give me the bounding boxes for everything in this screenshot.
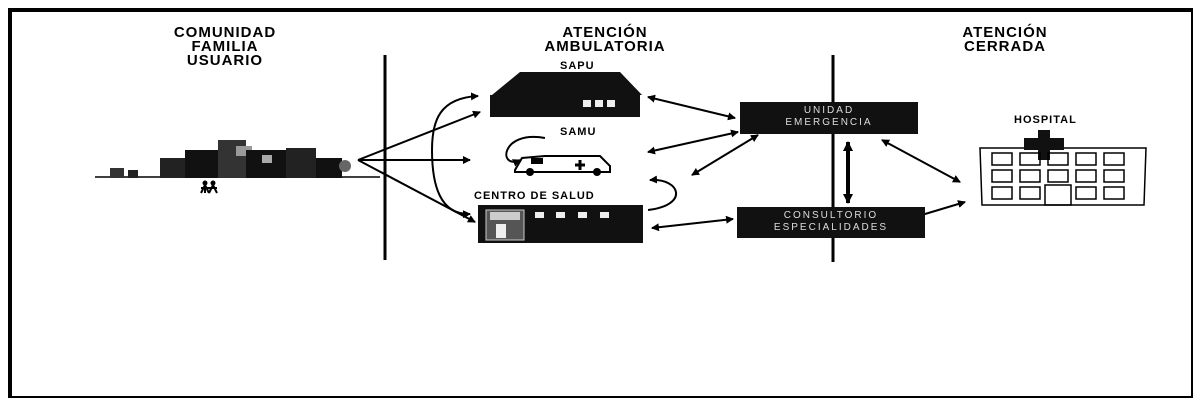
- hospital-window: [1047, 169, 1069, 183]
- people-walking-icon: [200, 180, 218, 194]
- ambulance-icon: [514, 155, 611, 176]
- hospital-window: [1019, 186, 1041, 200]
- header-atencion-cerrada: ATENCIÓN CERRADA: [925, 24, 1085, 55]
- header-comunidad-line-2: FAMILIA: [191, 38, 259, 55]
- city-community-icon: [95, 140, 380, 178]
- hospital-label: HOSPITAL: [1014, 114, 1077, 126]
- hospital-window: [1103, 186, 1125, 200]
- header-atencion-ambulatoria: ATENCIÓN AMBULATORIA: [520, 24, 690, 55]
- hospital-windows: [991, 152, 1125, 206]
- header-comunidad-line-3: USUARIO: [186, 52, 264, 69]
- centro-de-salud-label: CENTRO DE SALUD: [474, 190, 595, 202]
- hospital-window: [1019, 169, 1041, 183]
- hospital-window: [1047, 152, 1069, 166]
- hospital-window: [991, 152, 1013, 166]
- hospital-window: [991, 169, 1013, 183]
- header-cerrada-line-1: ATENCIÓN: [962, 24, 1048, 41]
- sapu-label: SAPU: [560, 60, 595, 72]
- hospital-window: [1075, 169, 1097, 183]
- community-arrows: [357, 110, 481, 223]
- hospital-window: [1103, 169, 1125, 183]
- hospital-door: [1044, 184, 1072, 206]
- consultorio-especialidades-box: CONSULTORIO ESPECIALIDADES: [737, 207, 925, 238]
- hospital-window: [991, 186, 1013, 200]
- unidad-emergencia-box: UNIDAD EMERGENCIA: [740, 102, 918, 134]
- unidad-emergencia-line-2: EMERGENCIA: [785, 117, 873, 128]
- hospital-icon: [979, 130, 1147, 206]
- consultorio-line-2: ESPECIALIDADES: [773, 222, 889, 233]
- sapu-centro-curved-arrow: [430, 92, 479, 219]
- centro-de-salud-icon: [478, 205, 643, 243]
- unidad-emergencia-line-1: UNIDAD: [803, 105, 855, 116]
- header-comunidad: COMUNIDAD FAMILIA USUARIO: [140, 24, 310, 69]
- hospital-window: [1075, 152, 1097, 166]
- header-ambulatoria-line-1: ATENCIÓN: [562, 24, 648, 41]
- hospital-window: [1075, 186, 1097, 200]
- samu-label: SAMU: [560, 126, 597, 138]
- samu-loop-arrow: [505, 135, 546, 167]
- consultorio-line-1: CONSULTORIO: [783, 210, 879, 221]
- sapu-house-icon: [490, 72, 642, 117]
- hospital-window: [1019, 152, 1041, 166]
- header-comunidad-line-1: COMUNIDAD: [173, 24, 277, 41]
- header-ambulatoria-line-2: AMBULATORIA: [544, 38, 666, 55]
- header-cerrada-line-2: CERRADA: [964, 38, 1046, 55]
- hospital-window: [1103, 152, 1125, 166]
- centro-samu-curved-arrow: [647, 175, 678, 211]
